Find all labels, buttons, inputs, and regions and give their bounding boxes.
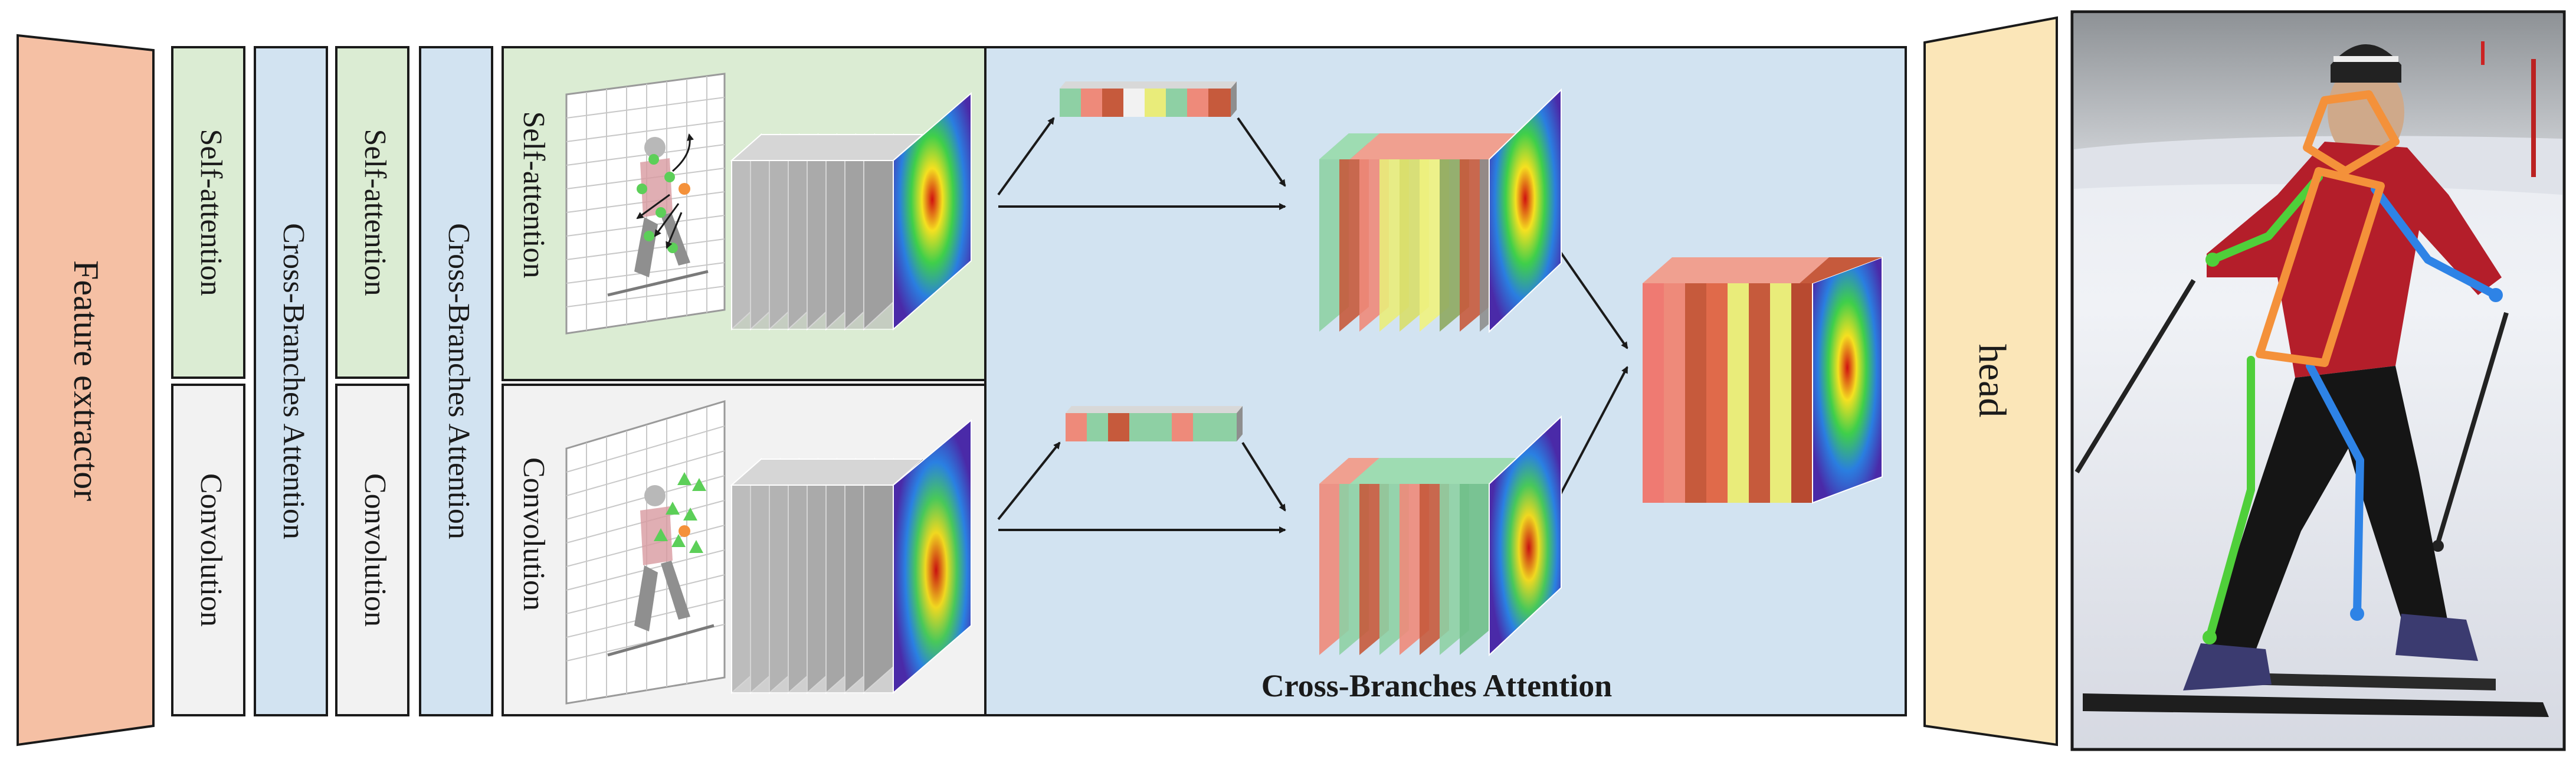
skier-grid-image-bottom — [565, 400, 726, 705]
cross-branches-label-2: Cross-Branches Attention — [442, 223, 476, 539]
fused-output-stack — [1643, 256, 1883, 504]
skeleton-green-limbs — [2205, 173, 2323, 641]
convolution-detail-panel: Convolution — [502, 384, 987, 716]
feature-map-stack-top — [730, 91, 972, 331]
skeleton-orange-torso — [2256, 90, 2400, 367]
self-attention-detail-panel: Self-attention — [502, 46, 987, 381]
cross-branches-caption: Cross-Branches Attention — [1261, 668, 1613, 703]
convolution-label-2: Convolution — [358, 473, 392, 627]
stage-2: Self-attention Convolution Cross-Branche… — [335, 46, 493, 716]
cross-branches-block-1 — [254, 46, 328, 716]
convolution-block-1 — [171, 384, 245, 716]
convolution-panel-label: Convolution — [517, 457, 550, 611]
mixed-stack-top — [1319, 88, 1562, 333]
feature-map-stack-bottom — [730, 418, 972, 695]
feature-extractor-block: Feature extractor — [17, 34, 155, 747]
self-attention-block-1 — [171, 46, 245, 379]
head-label: head — [1971, 344, 2014, 418]
head-block: head — [1923, 16, 2058, 747]
cross-branches-block-2 — [419, 46, 493, 716]
pose-output-image — [2070, 10, 2566, 751]
cross-branches-panel: Cross-Branches Attention — [984, 46, 1907, 716]
feature-extractor-shape — [17, 34, 155, 747]
self-attention-label-2: Self-attention — [358, 129, 392, 296]
self-attention-label-1: Self-attention — [194, 129, 228, 296]
self-attention-block-2 — [335, 46, 409, 379]
convolution-block-2 — [335, 384, 409, 716]
token-strip-top — [1060, 81, 1237, 117]
cross-branches-label-1: Cross-Branches Attention — [277, 223, 310, 539]
token-strip-bottom — [1066, 406, 1243, 441]
skeleton-blue-limbs — [2306, 185, 2500, 618]
feature-extractor-label: Feature extractor — [67, 260, 106, 501]
stage-1: Self-attention Convolution Cross-Branche… — [171, 46, 328, 716]
mixed-stack-bottom — [1319, 415, 1562, 657]
convolution-label-1: Convolution — [194, 473, 228, 627]
skier-grid-image-top — [565, 73, 726, 335]
self-attention-panel-label: Self-attention — [517, 111, 550, 278]
head-shape — [1923, 16, 2058, 747]
